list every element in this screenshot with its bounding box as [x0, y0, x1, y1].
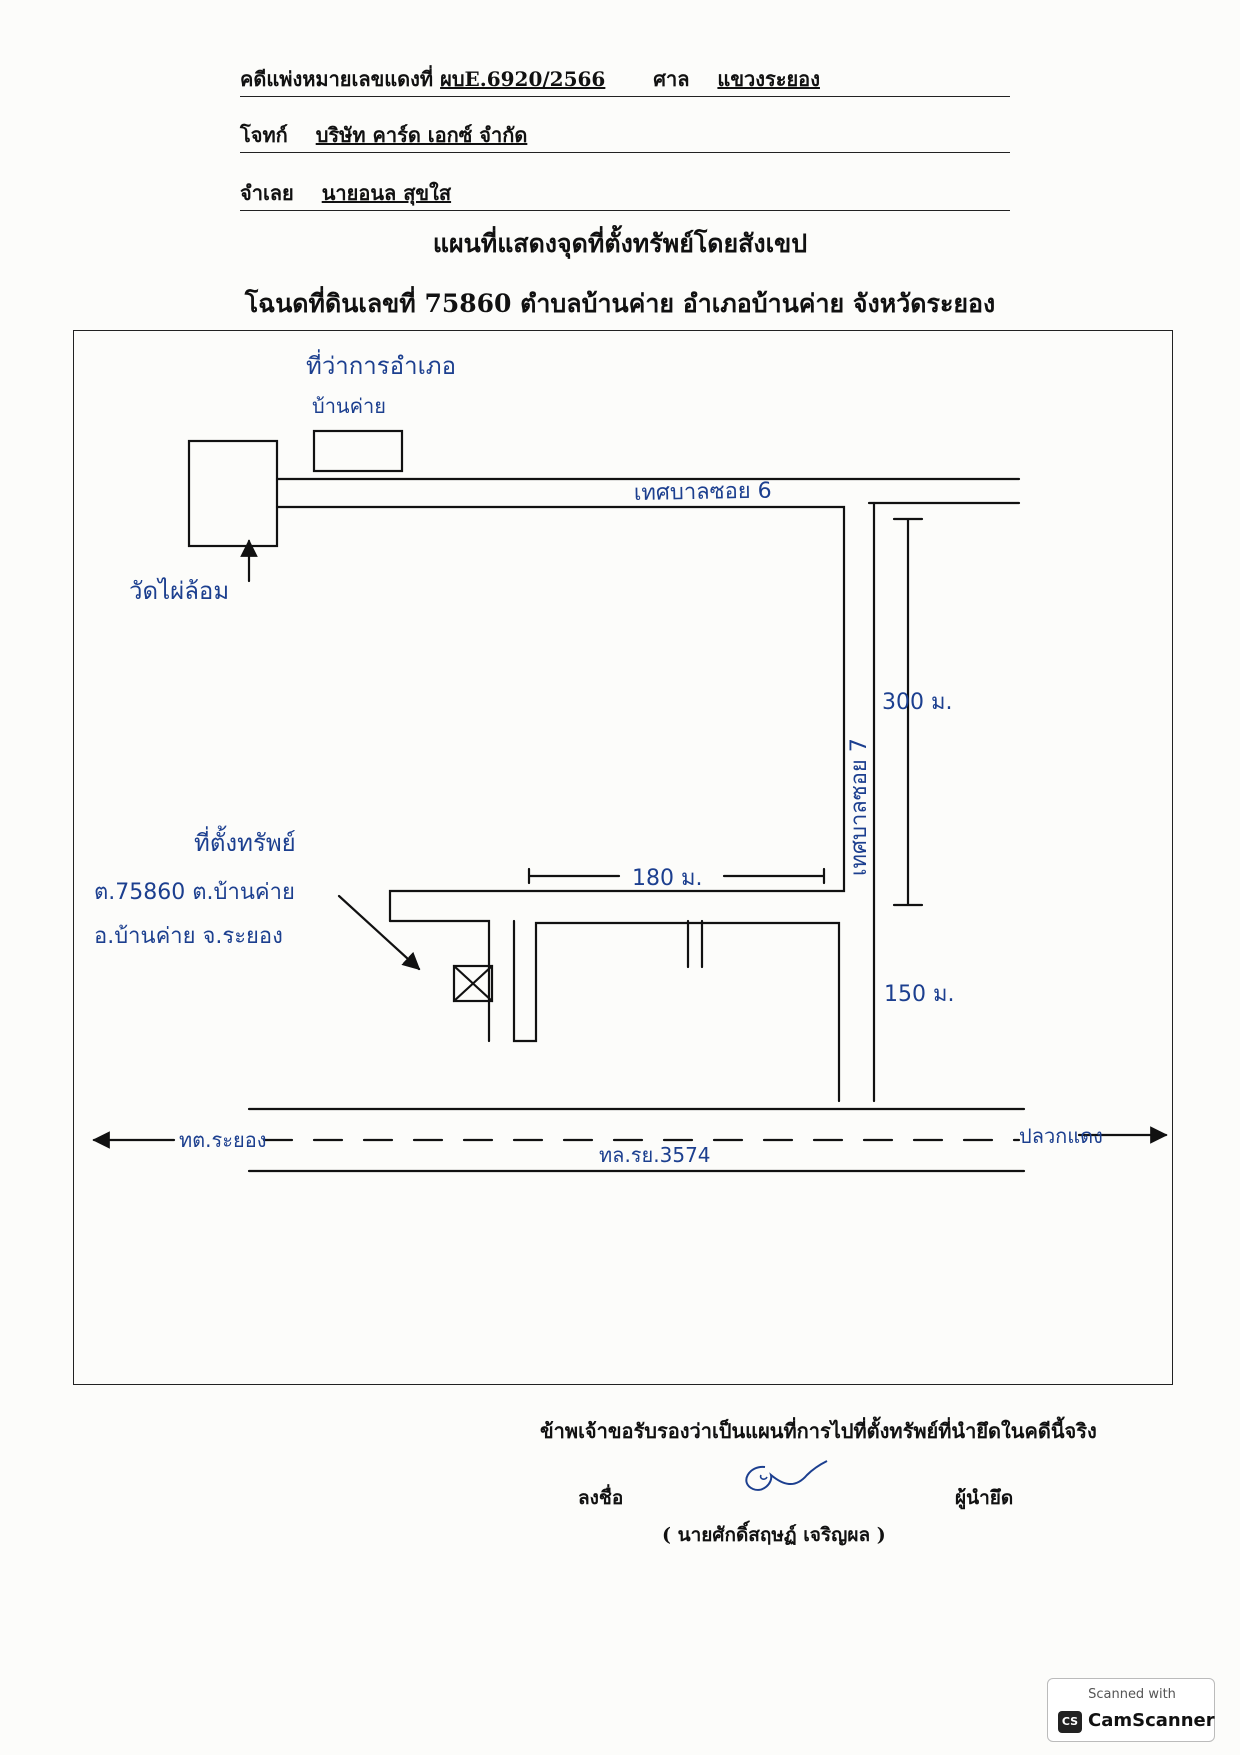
soi6-soi7-road-inner-edge: [275, 505, 846, 923]
case-number-line: คดีแพ่งหมายเลขแดงที่ ผบE.6920/2566 ศาล แ…: [240, 62, 1010, 97]
camscanner-logo-icon: CS: [1058, 1711, 1082, 1733]
dim-300-label: 300 ม.: [882, 690, 952, 715]
watermark-caption: Scanned with: [1088, 1687, 1176, 1702]
court-label: ศาล: [653, 67, 690, 91]
page-title: แผนที่แสดงจุดที่ตั้งทรัพย์โดยสังเขป: [432, 229, 808, 258]
signature-label: ลงชื่อ: [578, 1487, 624, 1509]
left-direction-label: ทต.ระยอง: [179, 1128, 267, 1152]
property-line-2: อ.บ้านค่าย จ.ระยอง: [94, 924, 283, 949]
property-marker-cross: [452, 964, 494, 1003]
plaintiff-name: บริษัท คาร์ด เอกซ์ จำกัด: [315, 123, 528, 147]
camscanner-watermark: Scanned with CS CamScanner: [1047, 1678, 1215, 1742]
signatory-name: ( นายศักดิ์สฤษฏ์ เจริญผล ): [662, 1524, 886, 1546]
property-marker: [452, 964, 494, 1003]
right-direction-label: ปลวกแดง: [1019, 1124, 1103, 1148]
plaintiff-line: โจทก์ บริษัท คาร์ด เอกซ์ จำกัด: [240, 118, 1010, 153]
property-label: ที่ตั้งทรัพย์: [194, 825, 296, 857]
case-number: ผบE.6920/2566: [440, 67, 606, 91]
property-line-1: ต.75860 ต.บ้านค่าย: [94, 880, 295, 905]
map-drawing: ที่ว่าการอำเภอ บ้านค่าย วัดไผ่ล้อม เทศบา…: [92, 349, 1168, 1173]
small-lane: [686, 919, 704, 969]
temple-label: วัดไผ่ล้อม: [129, 577, 229, 605]
dim-150-label: 150 ม.: [884, 982, 954, 1007]
district-office-building: [312, 429, 404, 473]
dim-180-label: 180 ม.: [632, 866, 702, 891]
defendant-name: นายอนล สุขใส: [321, 181, 452, 205]
highway-label: ทล.รย.3574: [599, 1143, 711, 1167]
soi6-label: เทศบาลซอย 6: [634, 479, 772, 506]
signatory-role: ผู้นำยึด: [955, 1487, 1014, 1509]
watermark-brand: CamScanner: [1088, 1710, 1215, 1731]
plaintiff-label: โจทก์: [240, 123, 288, 147]
district-office-label-2: บ้านค่าย: [312, 394, 386, 418]
property-plot-outline: [512, 919, 841, 1103]
dim-180-line: [527, 867, 826, 885]
soi7-label: เทศบาลซอย 7: [847, 738, 872, 876]
page-subtitle: โฉนดที่ดินเลขที่ 75860 ตำบลบ้านค่าย อำเภ…: [244, 289, 996, 318]
handwritten-signature: [745, 1460, 828, 1491]
temple-building: [187, 439, 279, 548]
sketch-map: ที่ว่าการอำเภอ บ้านค่าย วัดไผ่ล้อม เทศบา…: [73, 330, 1173, 1385]
dim-300-line: [892, 517, 924, 907]
defendant-label: จำเลย: [240, 181, 294, 205]
district-office-label-1: ที่ว่าการอำเภอ: [306, 349, 456, 380]
certification-text: ข้าพเจ้าขอรับรองว่าเป็นแผนที่การไปที่ตั้…: [540, 1419, 1097, 1443]
court-name: แขวงระยอง: [717, 67, 820, 91]
property-pointer-arrow: [337, 894, 421, 971]
defendant-line: จำเลย นายอนล สุขใส: [240, 176, 1010, 211]
case-label: คดีแพ่งหมายเลขแดงที่: [240, 67, 434, 91]
